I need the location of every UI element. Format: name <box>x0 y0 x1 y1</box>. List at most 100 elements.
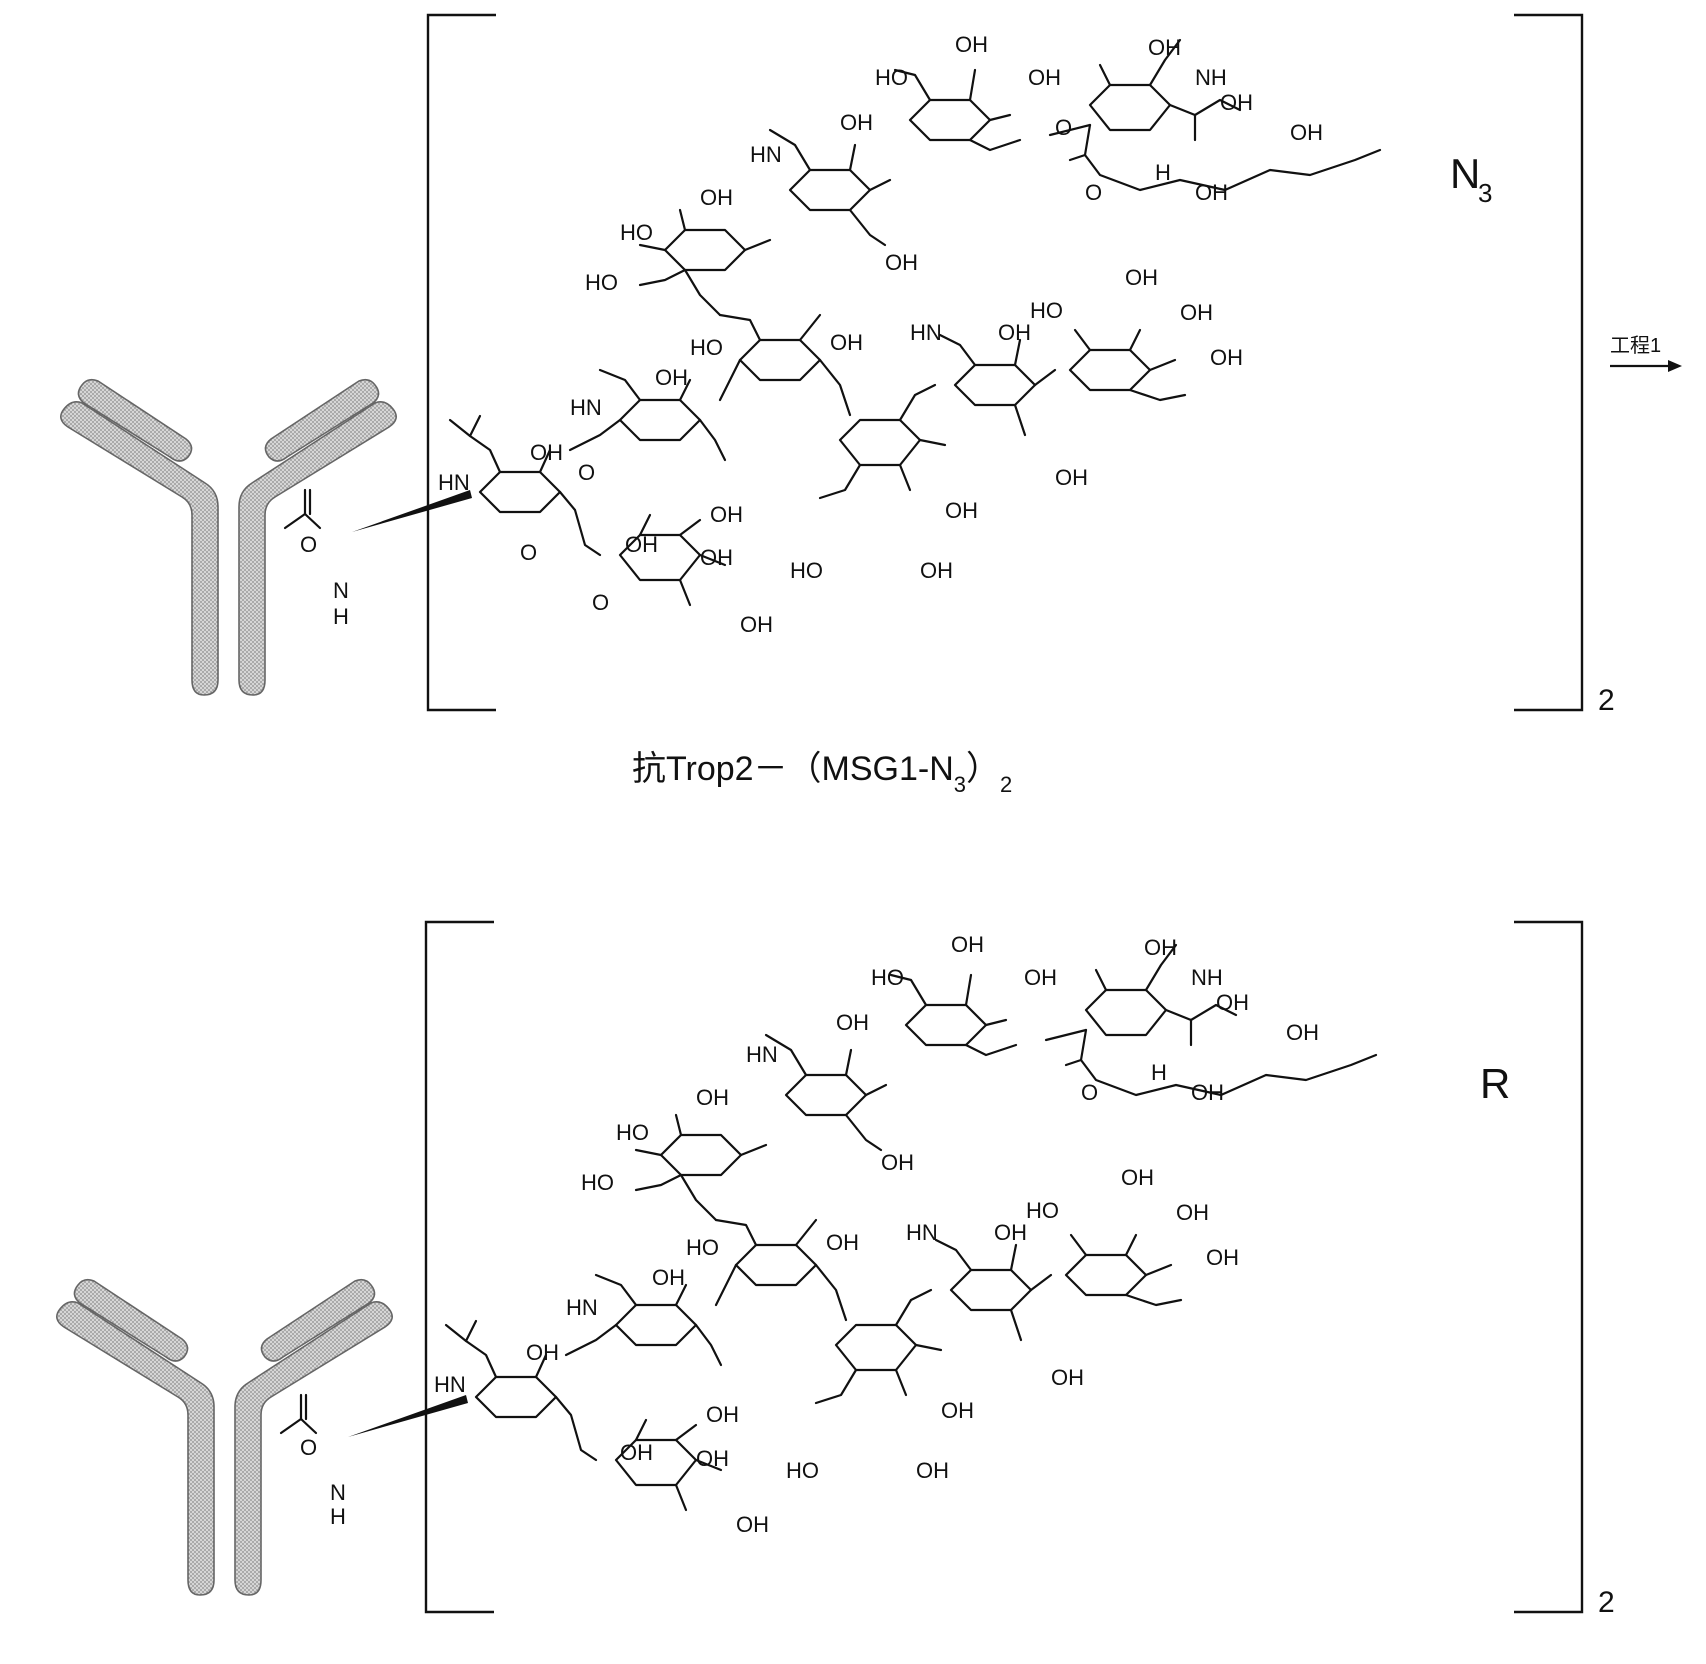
multiplier-top: 2 <box>1598 684 1615 717</box>
atom-n: N <box>330 1480 346 1505</box>
right-bracket-top <box>1514 15 1582 710</box>
atom-oh: OH <box>998 320 1031 345</box>
atom-ho: HO <box>1026 1198 1059 1223</box>
atom-o: O <box>1081 1080 1098 1105</box>
atom-oh: OH <box>955 32 988 57</box>
antibody-bottom <box>57 1280 392 1595</box>
atom-oh: OH <box>885 250 918 275</box>
atom-oh: OH <box>710 502 743 527</box>
atom-hn: HN <box>750 142 782 167</box>
atom-ho: HO <box>786 1458 819 1483</box>
left-bracket-top <box>428 15 496 710</box>
atom-oh: OH <box>840 110 873 135</box>
atom-o: O <box>592 590 609 615</box>
atom-h: H <box>1151 1060 1167 1085</box>
atom-ho: HO <box>616 1120 649 1145</box>
atom-oh: OH <box>1195 180 1228 205</box>
atom-oh: OH <box>1180 300 1213 325</box>
atom-oh: OH <box>945 498 978 523</box>
atom-oh: OH <box>740 612 773 637</box>
atom-hn: HN <box>910 320 942 345</box>
atom-oh: OH <box>1210 345 1243 370</box>
atom-o: O <box>300 1435 317 1460</box>
atom-hn: HN <box>570 395 602 420</box>
atom-oh: OH <box>941 1398 974 1423</box>
atom-oh: OH <box>826 1230 859 1255</box>
atom-oh: OH <box>951 932 984 957</box>
atom-oh: OH <box>1055 465 1088 490</box>
atom-oh: OH <box>1286 1020 1319 1045</box>
atom-ho: HO <box>871 965 904 990</box>
atom-nh: NH <box>1195 65 1227 90</box>
caption-top: 抗Trop2－（MSG1-N3）2 <box>632 750 1012 797</box>
atom-oh: OH <box>652 1265 685 1290</box>
atom-oh: OH <box>1028 65 1061 90</box>
terminal-sub-top: 3 <box>1478 178 1492 208</box>
atom-oh: OH <box>1148 35 1181 60</box>
atom-oh: OH <box>655 365 688 390</box>
atom-ho: HO <box>790 558 823 583</box>
atom-oh: OH <box>994 1220 1027 1245</box>
bottom-structure: 2 R O N H HN OH HN OH OH OH OH OH HO OH … <box>57 922 1615 1619</box>
atom-o: O <box>578 460 595 485</box>
top-structure: 2 O N H HN OH O O O OH OH OH HN OH OH HO… <box>61 15 1615 797</box>
right-bracket-bottom <box>1514 922 1582 1612</box>
atom-oh: OH <box>836 1010 869 1035</box>
atom-hn: HN <box>566 1295 598 1320</box>
terminal-group-top: N <box>1450 150 1480 197</box>
atom-oh: OH <box>736 1512 769 1537</box>
atom-oh: OH <box>696 1085 729 1110</box>
atom-oh: OH <box>1191 1080 1224 1105</box>
atom-ho: HO <box>585 270 618 295</box>
atom-oh: OH <box>1125 265 1158 290</box>
atom-oh: OH <box>700 185 733 210</box>
atom-oh: OH <box>1176 1200 1209 1225</box>
atom-oh: OH <box>1051 1365 1084 1390</box>
atom-h: H <box>1155 160 1171 185</box>
atom-oh: OH <box>1220 90 1253 115</box>
atom-oh: OH <box>1024 965 1057 990</box>
atom-oh: OH <box>920 558 953 583</box>
atom-oh: OH <box>625 532 658 557</box>
atom-ho: HO <box>1030 298 1063 323</box>
glycan-bottom <box>281 945 1376 1510</box>
atom-hn: HN <box>434 1372 466 1397</box>
atom-nh: NH <box>1191 965 1223 990</box>
atom-ho: HO <box>686 1235 719 1260</box>
atom-oh: OH <box>1206 1245 1239 1270</box>
atom-ho: HO <box>620 220 653 245</box>
atom-oh: OH <box>696 1446 729 1471</box>
terminal-group-bottom: R <box>1480 1060 1510 1107</box>
atom-hn: HN <box>438 470 470 495</box>
multiplier-bottom: 2 <box>1598 1586 1615 1619</box>
atom-oh: OH <box>1121 1165 1154 1190</box>
atom-oh: OH <box>526 1340 559 1365</box>
atom-oh: OH <box>1144 935 1177 960</box>
atom-oh: OH <box>1216 990 1249 1015</box>
reaction-arrow: 工程1 <box>1610 334 1682 372</box>
step-label: 工程1 <box>1610 334 1661 357</box>
atom-ho: HO <box>581 1170 614 1195</box>
atom-oh: OH <box>881 1150 914 1175</box>
atom-o: O <box>1085 180 1102 205</box>
atom-o: O <box>1055 115 1072 140</box>
atom-oh: OH <box>706 1402 739 1427</box>
atom-oh: OH <box>830 330 863 355</box>
atom-oh: OH <box>916 1458 949 1483</box>
atom-oh: OH <box>700 545 733 570</box>
atom-o: O <box>300 532 317 557</box>
atom-n: N <box>333 578 349 603</box>
atom-h: H <box>333 604 349 629</box>
atom-o: O <box>520 540 537 565</box>
left-bracket-bottom <box>426 922 494 1612</box>
atom-hn: HN <box>746 1042 778 1067</box>
atom-ho: HO <box>690 335 723 360</box>
atom-h: H <box>330 1504 346 1529</box>
atom-ho: HO <box>875 65 908 90</box>
glycan-top <box>285 40 1380 605</box>
atom-oh: OH <box>530 440 563 465</box>
atom-oh: OH <box>1290 120 1323 145</box>
atom-hn: HN <box>906 1220 938 1245</box>
antibody-top <box>61 380 396 695</box>
